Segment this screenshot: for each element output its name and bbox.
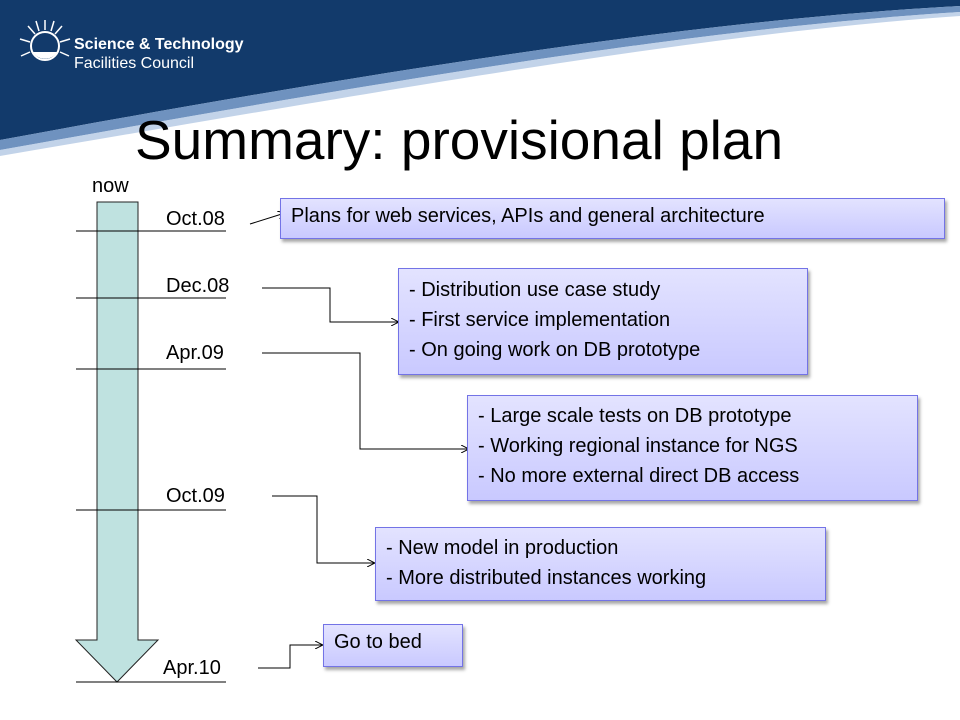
timeline-connectors — [249, 213, 468, 669]
now-label: now — [92, 175, 129, 197]
plan-box: Plans for web services, APIs and general… — [280, 198, 945, 239]
plan-box-line: - No more external direct DB access — [478, 465, 800, 487]
stfc-logo-icon — [19, 20, 71, 61]
logo-name-line1: Science & Technology — [74, 36, 244, 53]
plan-box-line: - New model in production — [386, 537, 619, 559]
plan-box-line: Go to bed — [334, 631, 422, 653]
plan-box-line: - Large scale tests on DB prototype — [478, 405, 792, 427]
timeline-arrow — [74, 201, 160, 683]
plan-box-line: - Working regional instance for NGS — [478, 435, 798, 457]
slide-title: Summary: provisional plan — [135, 109, 784, 171]
plan-box: - New model in production - More distrib… — [375, 527, 826, 601]
date-label: Oct.09 — [166, 485, 225, 507]
plan-box: - Distribution use case study - First se… — [398, 268, 808, 375]
plan-box: - Large scale tests on DB prototype - Wo… — [467, 395, 918, 501]
plan-box-line: - First service implementation — [409, 309, 671, 331]
plan-box-line: - Distribution use case study — [409, 279, 661, 301]
date-label: Apr.09 — [166, 342, 224, 364]
date-label: Dec.08 — [166, 275, 230, 297]
timeline-ticks — [76, 230, 226, 683]
date-label: Apr.10 — [163, 657, 221, 679]
plan-box-line: Plans for web services, APIs and general… — [291, 205, 765, 227]
date-label: Oct.08 — [166, 208, 225, 230]
logo-name-line2: Facilities Council — [74, 55, 195, 72]
plan-box-line: - More distributed instances working — [386, 567, 707, 589]
plan-box: Go to bed — [323, 624, 463, 667]
plan-box-line: - On going work on DB prototype — [409, 339, 701, 361]
